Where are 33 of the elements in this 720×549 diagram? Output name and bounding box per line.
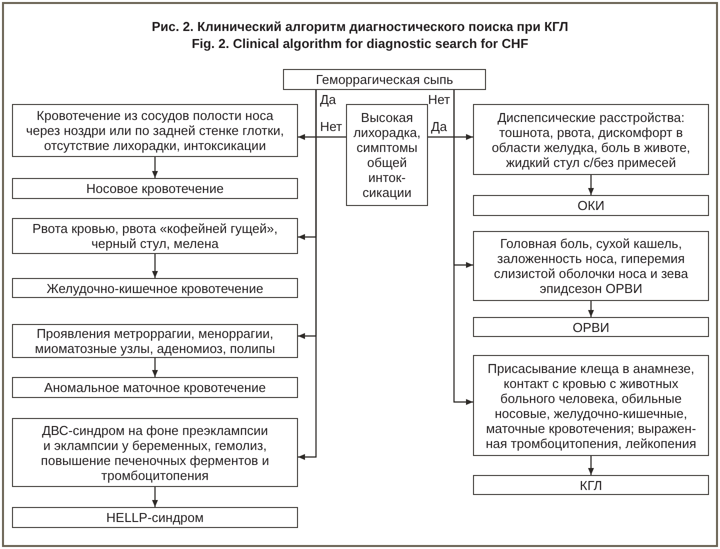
arrow (152, 254, 158, 278)
flowchart-box: Рвота кровью, рвота «кофейней гущей», черный стул, мелена (12, 218, 298, 254)
figure-title: Рис. 2. Клинический алгоритм диагностического поиска при КГЛ (150, 18, 570, 35)
edge-label: Да (320, 92, 336, 107)
arrow (588, 456, 594, 475)
figure-subtitle: Fig. 2. Clinical algorithm for diagnostic search for CHF (190, 35, 530, 52)
arrow (588, 301, 594, 317)
arrow (152, 487, 158, 507)
flowchart-box: Геморрагическая сыпь (283, 69, 486, 90)
flowchart-box: КГЛ (473, 475, 709, 495)
flowchart-box: HELLP-синдром (12, 507, 298, 528)
flowchart-box: Аномальное маточное кровотечение (12, 377, 298, 398)
flowchart-box: Диспепсические расстройства: тошнота, рвота, дискомфорт в области желудка, боль в животе, жидкий стул с/без примесей (473, 104, 709, 175)
flowchart-box: Головная боль, сухой кашель, заложенность носа, гиперемия слизистой оболочки носа и зева эпидсезон ОРВИ (473, 231, 709, 301)
flowchart-box: Присасывание клеща в анамнезе, контакт с кровью с животных больного человека, обильные носовые, желудочно-кишечные, маточные кровотечения; выражен-ная тромбоцитопения, лейкопения (473, 355, 709, 456)
flowchart-box: ОРВИ (473, 317, 709, 337)
flowchart-box: Желудочно-кишечное кровотечение (12, 278, 298, 298)
edge-label: Да (431, 119, 448, 134)
flowchart-box: Проявления метроррагии, меноррагии, миоматозные узлы, аденомиоз, полипы (12, 324, 298, 358)
arrow (152, 157, 158, 178)
arrow (298, 90, 317, 460)
edge-label: Нет (428, 92, 450, 107)
arrow (453, 90, 473, 405)
flowchart-box: ОКИ (473, 195, 709, 216)
flowchart-box: Высокая лихорадка, симптомы общей инток-сикации (346, 104, 428, 206)
flowchart-box: ДВС-синдром на фоне преэклампсии и эклампсии у беременных, гемолиз, повышение печеночных ферментов и тромбоцитопения (12, 418, 298, 487)
flowchart-box: Кровотечение из сосудов полости носа через ноздри или по задней стенке глотки, отсутствие лихорадки, интоксикации (12, 104, 298, 157)
arrow (588, 175, 594, 195)
arrow (152, 358, 158, 377)
arrow (298, 134, 346, 140)
edge-label: Нет (320, 119, 342, 134)
arrow (428, 134, 473, 140)
flowchart-box: Носовое кровотечение (12, 178, 298, 199)
